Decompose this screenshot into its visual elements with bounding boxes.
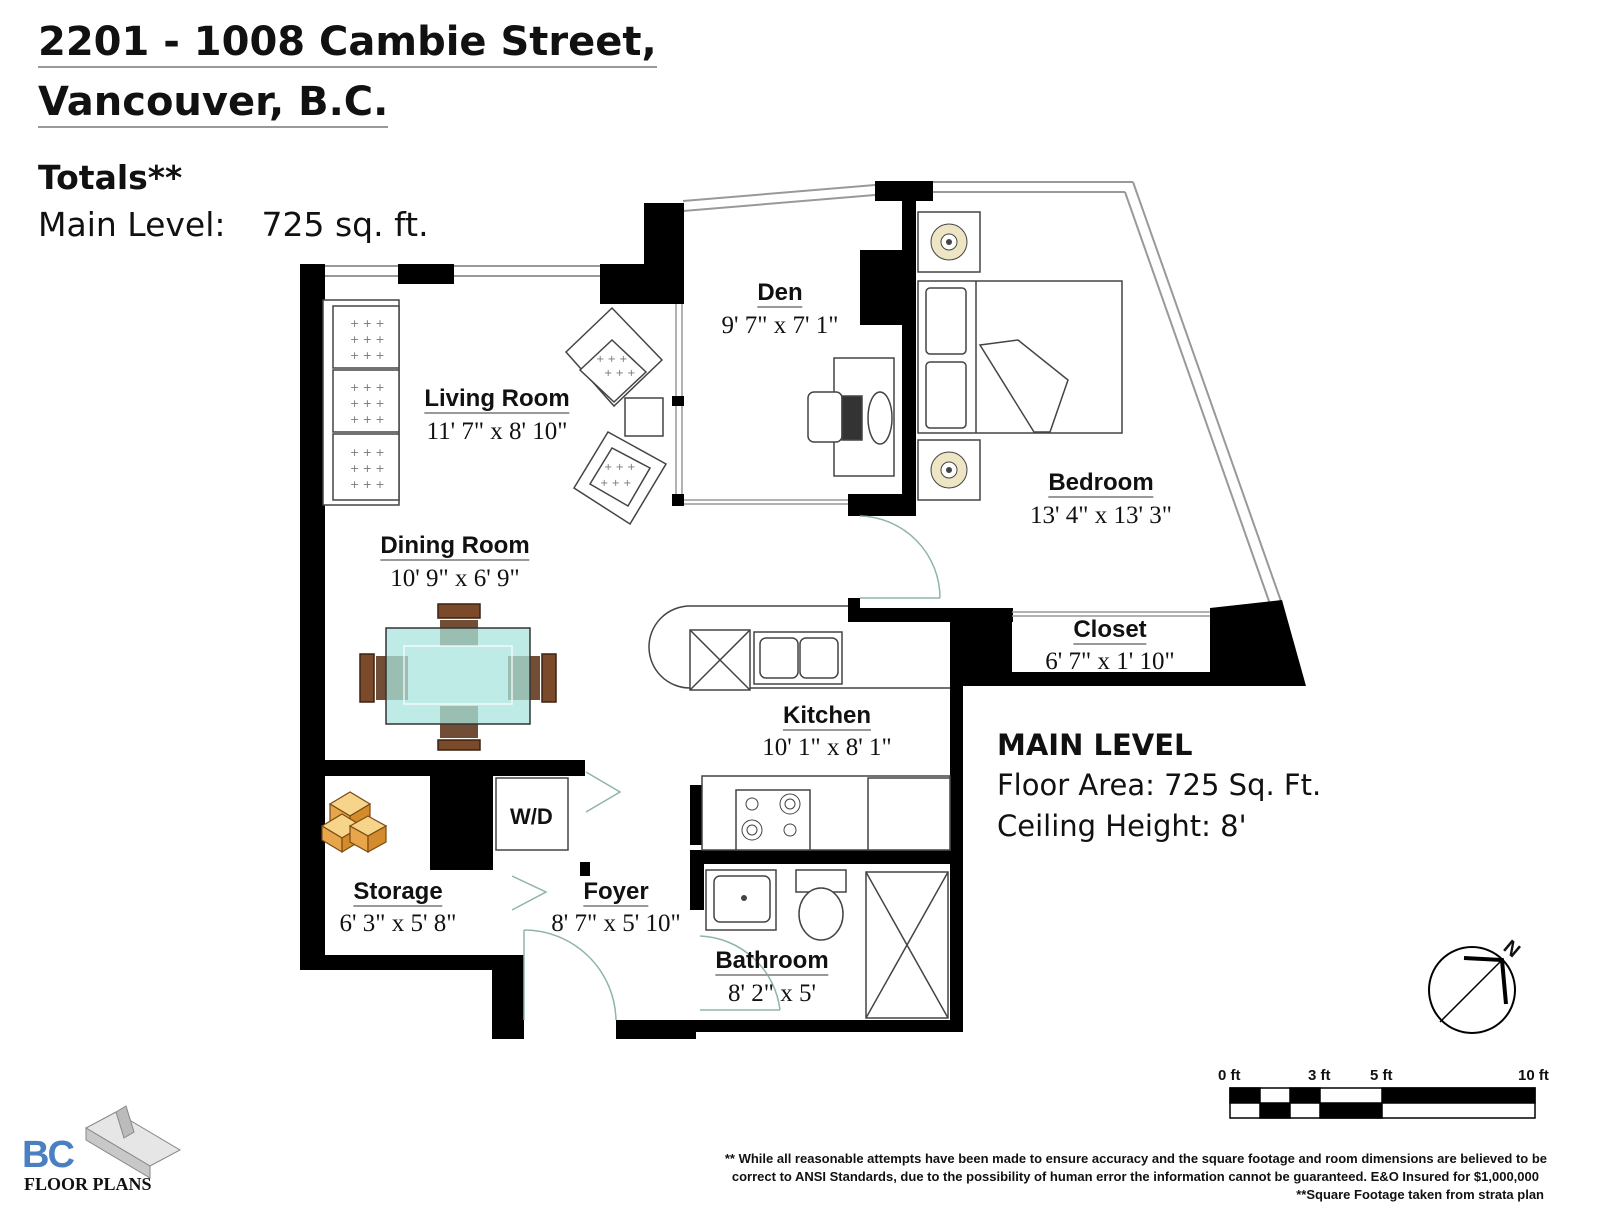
bed: [917, 211, 1123, 501]
scale-label-5: 5 ft: [1370, 1067, 1393, 1084]
dining-set: [359, 603, 557, 751]
totals-main-level-value: 725 sq. ft.: [261, 205, 429, 244]
summary-heading: MAIN LEVEL: [997, 728, 1193, 762]
totals-main-level-label: Main Level:: [38, 205, 226, 244]
dining-room-dims: 10' 9" x 6' 9": [390, 565, 520, 592]
bathroom-dims: 8' 2" x 5': [728, 980, 816, 1007]
closet-dims: 6' 7" x 1' 10": [1045, 648, 1175, 675]
svg-text:+ + +: + + +: [350, 478, 385, 491]
windows: [325, 181, 1283, 605]
svg-text:+ + +: + + +: [350, 317, 385, 330]
storage-name: Storage: [353, 878, 443, 907]
svg-text:+ + +: + + +: [350, 413, 385, 426]
svg-text:+ + +: + + +: [350, 349, 385, 362]
summary-floor-area: Floor Area: 725 Sq. Ft.: [997, 768, 1322, 802]
storage-dims: 6' 3" x 5' 8": [339, 910, 457, 937]
totals-main-level: Main Level: 725 sq. ft.: [38, 205, 429, 244]
bedroom-name: Bedroom: [1048, 469, 1154, 498]
bathroom-name: Bathroom: [715, 947, 829, 976]
scale-label-10: 10 ft: [1518, 1067, 1549, 1084]
logo-name: FLOOR PLANS: [24, 1174, 152, 1194]
walls: [300, 181, 1306, 1039]
kitchen-counter: [648, 605, 951, 851]
closet-name: Closet: [1073, 616, 1147, 645]
svg-text:+ + +: + + +: [350, 381, 385, 394]
storage-boxes-icon: [320, 791, 388, 854]
logo-initials: BC: [22, 1134, 75, 1176]
compass-icon: [1428, 946, 1516, 1034]
sofa: [322, 299, 400, 506]
address-line-1: 2201 - 1008 Cambie Street,: [38, 18, 657, 68]
bathroom-fixtures: [705, 869, 949, 1019]
svg-text:+ + +: + + +: [604, 462, 636, 473]
disclaimer-line-2: correct to ANSI Standards, due to the po…: [731, 1169, 1539, 1184]
scale-bar: [1229, 1087, 1536, 1119]
dining-room-name: Dining Room: [380, 532, 530, 561]
svg-text:+ + +: + + +: [350, 462, 385, 475]
totals-heading: Totals**: [38, 158, 183, 197]
washer-dryer-box: [495, 777, 569, 851]
washer-dryer-label: W/D: [510, 804, 553, 829]
svg-text:+ + +: + + +: [350, 397, 385, 410]
svg-text:+ + +: + + +: [600, 478, 632, 489]
stove-burners: [741, 793, 801, 841]
disclaimer-line-3: **Square Footage taken from strata plan: [1296, 1187, 1544, 1202]
svg-text:+ + +: + + +: [604, 368, 636, 379]
den-name: Den: [757, 279, 803, 308]
disclaimer-line-1: ** While all reasonable attempts have be…: [724, 1151, 1547, 1166]
door-swings: [511, 515, 941, 1021]
living-room-dims: 11' 7" x 8' 10": [426, 418, 568, 445]
svg-text:+ + +: + + +: [350, 333, 385, 346]
armchairs: [564, 306, 668, 526]
lamps: [930, 223, 968, 489]
foyer-name: Foyer: [583, 878, 649, 907]
bedroom-dims: 13' 4" x 13' 3": [1030, 502, 1172, 529]
desk: [807, 357, 895, 477]
address-line-2: Vancouver, B.C.: [38, 78, 389, 128]
kitchen-name: Kitchen: [782, 702, 872, 731]
kitchen-dims: 10' 1" x 8' 1": [762, 734, 892, 761]
summary-ceiling-height: Ceiling Height: 8': [997, 809, 1247, 843]
svg-text:+ + +: + + +: [596, 354, 628, 365]
den-dims: 9' 7" x 7' 1": [721, 312, 839, 339]
living-room-name: Living Room: [424, 385, 570, 414]
logo-graphic: [84, 1105, 182, 1179]
foyer-dims: 8' 7" x 5' 10": [551, 910, 681, 937]
scale-label-3: 3 ft: [1308, 1067, 1331, 1084]
scale-label-0: 0 ft: [1218, 1067, 1241, 1084]
svg-text:+ + +: + + +: [350, 446, 385, 459]
